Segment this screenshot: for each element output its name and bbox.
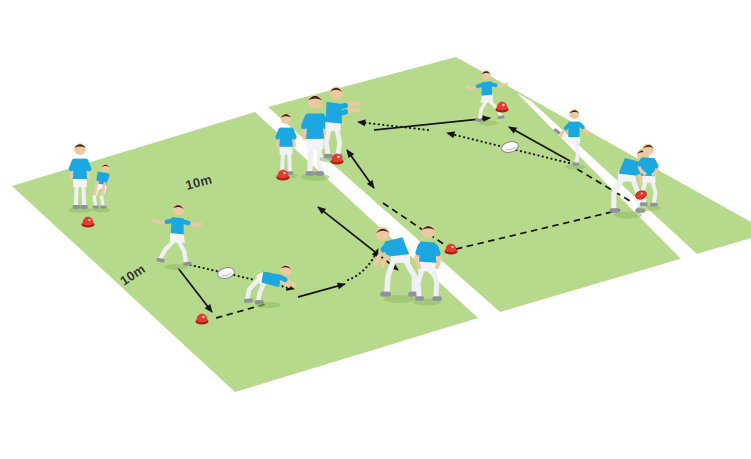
player-shadow [564,164,586,170]
run-path-dashed-3-dashed [455,209,621,250]
distance-label: 10m [184,171,214,192]
player-shadow [91,207,111,213]
pass-path-dotted-2-dotted [356,119,430,132]
player-defender-1 [373,226,420,297]
player-catcher [323,86,361,159]
player-runner [465,70,508,122]
player-waiting-2 [92,163,110,209]
player-shadow [68,206,92,214]
player-shadow [478,120,498,126]
cone [495,101,509,113]
run-path-dashed-1-dashed [215,303,267,319]
red-ball [635,190,647,200]
run-arrow-2-solid [508,126,571,162]
run-arrow-3-solid [373,115,491,131]
cone [330,153,344,165]
cone [81,216,95,228]
rugby-ball [217,267,235,279]
shuttle-arrow-2-solid [346,149,375,189]
player-shadow [613,211,643,219]
player-kicker-left [152,203,203,266]
player-shadow [637,205,661,211]
rugby-ball [501,141,519,153]
cone [195,313,209,325]
field-panel-left [12,112,478,392]
player-scooper [243,264,297,305]
player-shadow [164,264,188,270]
player-waiting-1 [68,143,92,209]
kick-path-dotted-1-dotted [184,262,296,291]
player-defender-2 [414,224,443,301]
player-kicker-right [553,109,589,166]
player-shadow [383,295,415,303]
run-path-dashed-2-dashed [382,202,449,248]
field-panel-right [268,57,751,312]
cone [276,169,290,181]
cone [444,243,458,255]
run-to-cone-arrow-solid [177,267,213,313]
run-arrow-1-solid [297,282,346,298]
